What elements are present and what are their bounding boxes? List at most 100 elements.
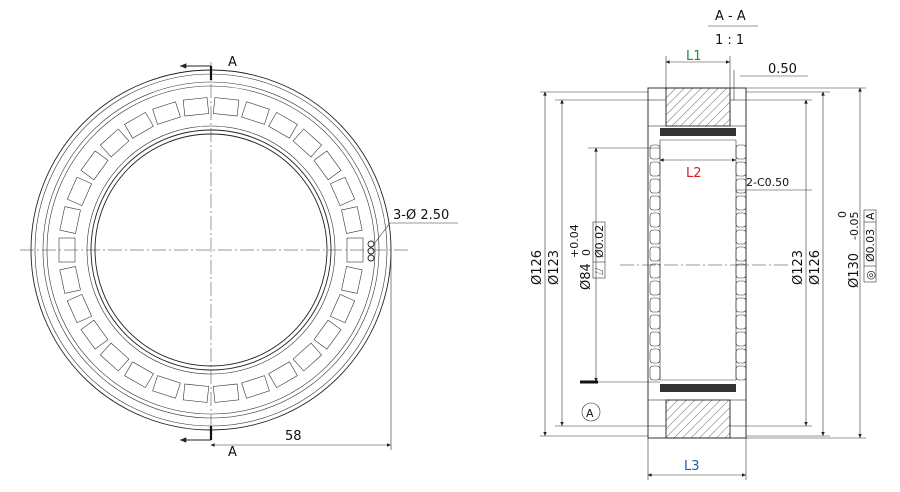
datum-label: A [586,407,594,420]
inner-race-top [660,128,736,136]
bore-fcf [592,221,606,279]
section-view: A - A 1 : 1 L1 0.50 L2 2-C0 [530,9,877,480]
roller [313,319,342,350]
roller-set [58,97,364,403]
section-roller-right [735,280,747,296]
radius-dim: 58 [285,429,302,444]
roller [212,383,240,403]
roller [80,319,109,350]
roller [292,342,323,372]
section-roller-left [649,246,661,262]
section-roller-left [649,331,661,347]
outer-tol-lower: -0.05 [848,212,861,240]
outer-datum: A [864,212,877,220]
roller [66,176,93,207]
roller [124,361,154,389]
outer-tol-upper: 0 [836,211,849,218]
section-roller-left [649,195,661,211]
hole-2 [367,247,375,255]
roller [99,128,130,158]
section-roller-left [649,161,661,177]
section-roller-left [649,212,661,228]
right-dim-126: Ø126 [808,250,823,285]
section-roller-right [735,263,747,279]
bore-geo-tol: Ø0.02 [593,225,606,258]
section-roller-right [735,314,747,330]
section-scale: 1 : 1 [715,33,744,48]
side-plate-bottom-left [647,399,667,427]
section-roller-left [649,365,661,381]
section-roller-left [649,348,661,364]
side-plate-top-left [647,99,667,127]
side-plate-top-right [729,99,747,127]
outer-geo-tol: Ø0.03 [864,229,877,262]
bore-tol-upper: +0.04 [568,224,581,258]
roller [268,361,298,389]
roller [59,266,81,294]
section-roller-right [735,365,747,381]
section-roller-right [735,246,747,262]
left-dim-123: Ø123 [547,250,562,285]
section-mark-bottom: A [228,445,237,460]
roller [182,383,210,403]
roller [313,150,342,181]
concentricity-symbol: ◎ [864,270,877,280]
roller [341,266,363,294]
roller [241,375,270,399]
chamfer-callout: 2-C0.50 [746,176,789,189]
section-roller-right [735,161,747,177]
section-roller-right [735,229,747,245]
section-roller-left [649,144,661,160]
section-mark-top: A [228,55,237,70]
section-roller-right [735,331,747,347]
roller [341,206,363,234]
outer-fcf [863,209,877,283]
hole-1 [367,240,375,248]
roller [66,293,93,324]
roller [212,97,240,117]
section-roller-right [735,144,747,160]
roller [329,293,356,324]
roller [241,101,270,125]
section-roller-left [649,314,661,330]
roller [80,150,109,181]
roller [292,128,323,158]
section-roller-left [649,263,661,279]
offset-dim: 0.50 [768,62,797,77]
hole-leader [373,222,391,245]
roller [182,97,210,117]
section-roller-left [649,178,661,194]
section-roller-right [735,178,747,194]
l2-label: L2 [686,166,702,181]
front-view: A A 3-Ø 2.50 58 [20,55,458,460]
left-dim-126: Ø126 [530,250,545,285]
hole-callout: 3-Ø 2.50 [393,208,449,223]
side-plate-bottom-right [729,399,747,427]
roller [124,111,154,139]
bore-tol-lower: 0 [580,249,593,256]
section-roller-right [735,212,747,228]
outer-ring-section-top [665,87,731,127]
roller [268,111,298,139]
roller [152,101,181,125]
roller [329,176,356,207]
l1-label: L1 [686,49,702,64]
section-title: A - A [715,9,746,24]
section-roller-left [649,280,661,296]
l3-label: L3 [684,459,700,474]
section-roller-left [649,229,661,245]
section-roller-left [649,297,661,313]
section-roller-right [735,195,747,211]
datum-circle [581,402,601,422]
section-roller-right [735,348,747,364]
roller [152,375,181,399]
section-roller-right [735,297,747,313]
right-dim-123: Ø123 [791,250,806,285]
bore-dim: Ø84 [579,263,594,290]
roller [59,206,81,234]
outer-ring-section-bottom [665,399,731,439]
roller [99,342,130,372]
outer-dim: Ø130 [847,253,862,288]
runout-symbol: ⌰ [593,267,606,275]
